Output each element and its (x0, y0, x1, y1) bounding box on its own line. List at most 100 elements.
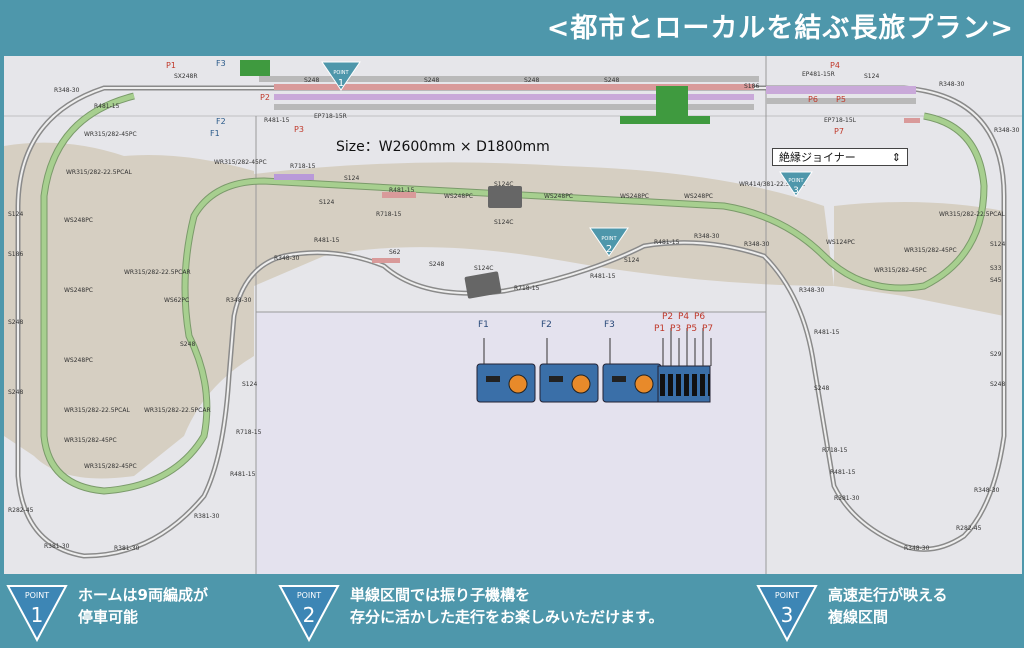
svg-text:R481-15: R481-15 (94, 103, 120, 110)
point-1-line1: ホームは9両編成が (78, 586, 208, 604)
svg-text:S248: S248 (180, 341, 195, 348)
point-marker-2: POINT 2 (589, 227, 629, 257)
svg-text:P3: P3 (294, 125, 304, 134)
svg-text:F1: F1 (210, 129, 220, 138)
point-marker-1: POINT 1 (321, 61, 361, 91)
svg-text:2: 2 (606, 244, 612, 255)
svg-text:S248: S248 (604, 77, 619, 84)
svg-text:WS248PC: WS248PC (64, 287, 93, 294)
svg-text:S124: S124 (8, 211, 23, 218)
svg-text:EP481-15R: EP481-15R (802, 71, 835, 78)
svg-text:R348-30: R348-30 (54, 87, 80, 94)
controller-label-f2: F2 (541, 320, 552, 330)
point-2-badge-icon: POINT 2 (278, 585, 340, 642)
svg-text:3: 3 (793, 186, 799, 196)
svg-text:S248: S248 (524, 77, 539, 84)
svg-text:WR315/282-45PC: WR315/282-45PC (904, 247, 957, 254)
svg-text:S62: S62 (389, 249, 401, 256)
point-3-line1: 高速走行が映える (828, 586, 948, 604)
svg-text:S124C: S124C (474, 265, 493, 272)
svg-text:R718-15: R718-15 (822, 447, 848, 454)
svg-text:R481-15: R481-15 (590, 273, 616, 280)
svg-text:WS248PC: WS248PC (544, 193, 573, 200)
point-2: POINT 2 単線区間では振り子機構を 存分に活かした走行をお楽しみいただけま… (278, 584, 664, 642)
station-right-track (766, 86, 916, 94)
svg-text:R381-30: R381-30 (834, 495, 860, 502)
svg-text:S186: S186 (744, 83, 759, 90)
svg-text:R348-30: R348-30 (274, 255, 300, 262)
switch-label-p6: P6 (694, 312, 706, 322)
point-2-line1: 単線区間では振り子機構を (350, 586, 531, 604)
svg-text:S124: S124 (990, 241, 1005, 248)
switch-label-p4: P4 (678, 312, 690, 322)
station-track-1 (259, 76, 759, 82)
svg-text:R481-15: R481-15 (230, 471, 256, 478)
switch-label-p7: P7 (702, 324, 714, 334)
svg-text:EP718-15R: EP718-15R (314, 113, 347, 120)
switch-label-p3: P3 (670, 324, 682, 334)
svg-text:S124: S124 (624, 257, 639, 264)
svg-text:WS248PC: WS248PC (684, 193, 713, 200)
svg-text:R348-30: R348-30 (974, 487, 1000, 494)
station-track-2 (274, 84, 754, 90)
points-footer: POINT 1 ホームは9両編成が 停車可能 POINT 2 単線区間では振り子… (0, 576, 1024, 648)
svg-text:POINT: POINT (25, 591, 49, 600)
station-right-track-2 (766, 98, 916, 104)
svg-text:R348-30: R348-30 (694, 233, 720, 240)
mid-track-purple (274, 174, 314, 180)
svg-text:R348-30: R348-30 (994, 127, 1020, 134)
svg-text:WR315/282-45PC: WR315/282-45PC (84, 131, 137, 138)
svg-text:WR315/282-45PC: WR315/282-45PC (84, 463, 137, 470)
controller-f2 (539, 363, 599, 403)
svg-text:S29: S29 (990, 351, 1002, 358)
svg-text:SX248R: SX248R (174, 73, 198, 80)
svg-text:P4: P4 (830, 61, 840, 70)
point-1: POINT 1 ホームは9両編成が 停車可能 (6, 584, 208, 642)
svg-text:S248: S248 (814, 385, 829, 392)
point-marker-3: POINT 3 (779, 171, 813, 197)
svg-text:R718-15: R718-15 (514, 285, 540, 292)
svg-text:POINT: POINT (601, 236, 617, 242)
point-1-badge-icon: POINT 1 (6, 585, 68, 642)
controller-f3 (602, 363, 662, 403)
svg-text:WR315/282-45PC: WR315/282-45PC (874, 267, 927, 274)
svg-text:S248: S248 (990, 381, 1005, 388)
svg-text:WR315/282-45PC: WR315/282-45PC (64, 437, 117, 444)
point-3-badge-icon: POINT 3 (756, 585, 818, 642)
svg-text:R481-15: R481-15 (389, 187, 415, 194)
svg-text:WR315/282-22.5PCAR: WR315/282-22.5PCAR (144, 407, 211, 414)
controller-label-f3: F3 (604, 320, 615, 330)
svg-text:S248: S248 (8, 319, 23, 326)
svg-text:R481-15: R481-15 (830, 469, 856, 476)
svg-text:WS248PC: WS248PC (64, 357, 93, 364)
bridge-2 (464, 271, 502, 299)
switch-label-p5: P5 (686, 324, 698, 334)
svg-text:R348-30: R348-30 (904, 545, 930, 552)
station-building-3 (620, 116, 710, 124)
svg-text:R348-30: R348-30 (744, 241, 770, 248)
svg-text:WR315/282-45PC: WR315/282-45PC (214, 159, 267, 166)
svg-text:F3: F3 (216, 59, 226, 68)
svg-text:WS62PC: WS62PC (164, 297, 189, 304)
controller-f1 (476, 363, 536, 403)
station-track-3 (274, 94, 754, 100)
svg-text:S248: S248 (304, 77, 319, 84)
svg-text:S45: S45 (990, 277, 1002, 284)
svg-text:WS248PC: WS248PC (64, 217, 93, 224)
svg-text:R348-30: R348-30 (939, 81, 965, 88)
layout-board: SX248R R348-30 R481-15 S248 S248 S248 S2… (4, 56, 1022, 574)
point-switch-box (657, 365, 711, 403)
point-3-line2: 複線区間 (828, 608, 889, 626)
svg-text:S124: S124 (319, 199, 334, 206)
svg-text:R718-15: R718-15 (290, 163, 316, 170)
svg-text:S248: S248 (8, 389, 23, 396)
svg-text:WS248PC: WS248PC (620, 193, 649, 200)
point-3: POINT 3 高速走行が映える 複線区間 (756, 584, 948, 642)
svg-text:F2: F2 (216, 117, 226, 126)
station-track-4 (274, 104, 754, 110)
bridge-1 (488, 186, 522, 208)
svg-text:R481-15: R481-15 (814, 329, 840, 336)
svg-text:R718-15: R718-15 (236, 429, 262, 436)
svg-text:WR315/282-22.5PCAR: WR315/282-22.5PCAR (124, 269, 191, 276)
svg-text:P5: P5 (836, 95, 846, 104)
